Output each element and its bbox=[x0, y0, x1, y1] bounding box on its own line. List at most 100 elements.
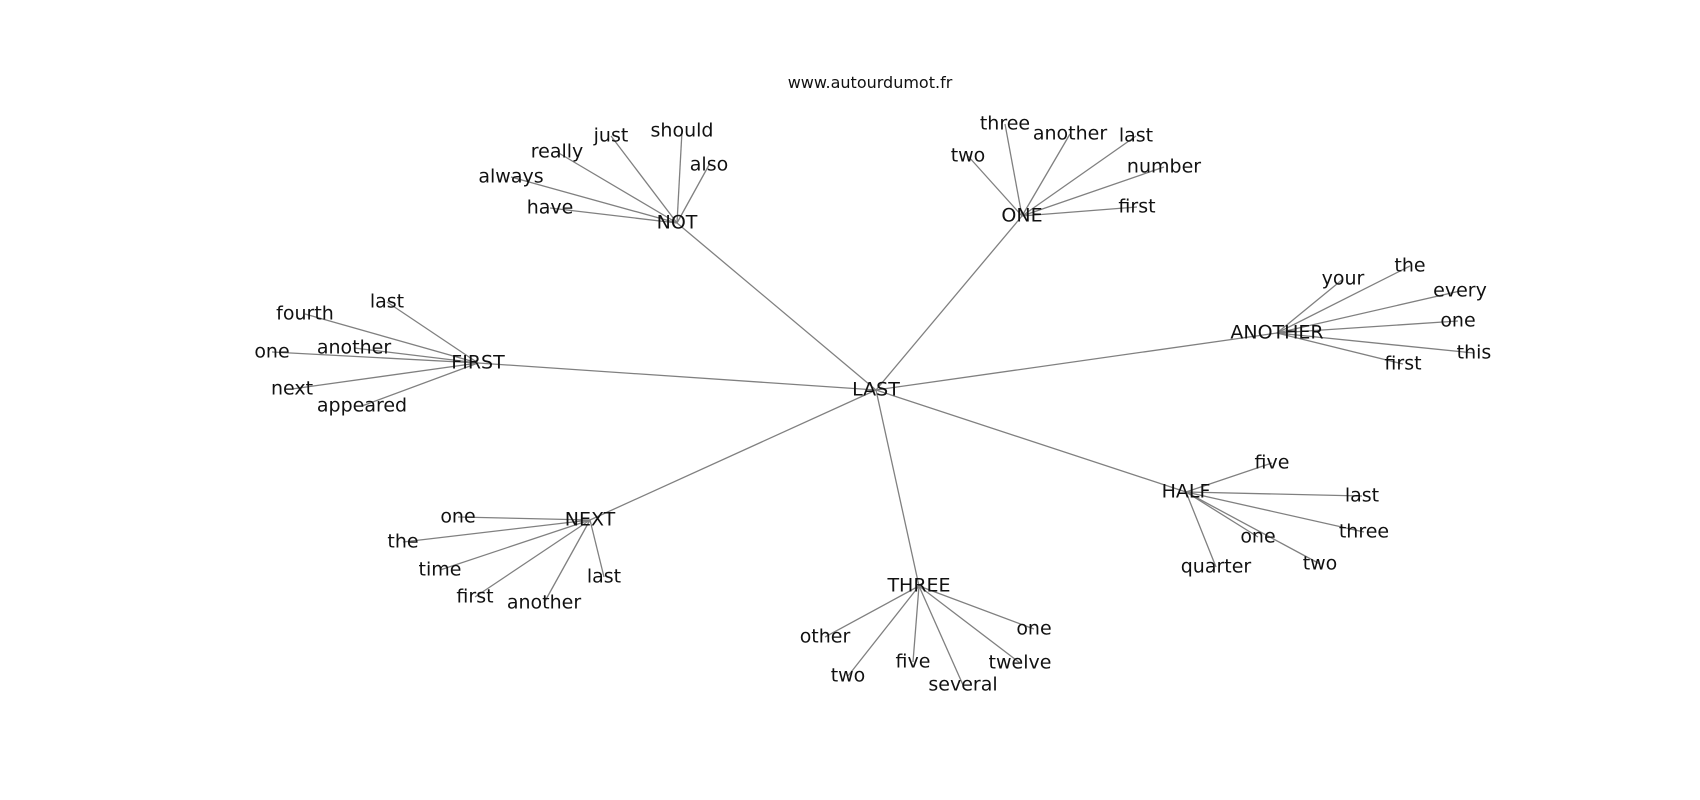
leaf-node: first bbox=[1118, 196, 1155, 218]
graph-edges bbox=[271, 123, 1475, 686]
graph-edge bbox=[824, 585, 920, 638]
graph-edge bbox=[918, 585, 1021, 664]
graph-edge bbox=[610, 135, 678, 224]
leaf-node: your bbox=[1322, 268, 1365, 290]
graph-edge bbox=[1021, 135, 1137, 217]
leaf-node: quarter bbox=[1181, 556, 1252, 578]
leaf-node: three bbox=[980, 113, 1030, 135]
graph-edge bbox=[589, 519, 605, 578]
leaf-node: one bbox=[254, 341, 289, 363]
graph-edge bbox=[1021, 133, 1071, 217]
leaf-node: really bbox=[531, 141, 584, 163]
graph-edge bbox=[967, 155, 1023, 217]
leaf-node: two bbox=[831, 665, 866, 687]
graph-edge bbox=[556, 151, 678, 224]
graph-edge bbox=[510, 176, 678, 224]
graph-edge bbox=[474, 519, 591, 598]
leaf-node: appeared bbox=[317, 395, 407, 417]
leaf-node: the bbox=[1394, 255, 1425, 277]
graph-edge bbox=[543, 519, 591, 604]
leaf-node: this bbox=[1457, 342, 1492, 364]
graph-edge bbox=[676, 130, 683, 224]
graph-edge bbox=[1185, 491, 1321, 565]
graph-edge bbox=[875, 389, 920, 587]
graph-edge bbox=[1276, 320, 1459, 334]
hub-node: ANOTHER bbox=[1230, 322, 1323, 344]
hub-node: NOT bbox=[657, 212, 698, 234]
graph-edge bbox=[402, 519, 591, 543]
leaf-node: five bbox=[1255, 452, 1290, 474]
graph-edge bbox=[457, 516, 591, 521]
graph-edge bbox=[386, 301, 479, 364]
leaf-node: last bbox=[1345, 485, 1379, 507]
leaf-node: five bbox=[896, 651, 931, 673]
leaf-node: two bbox=[1303, 553, 1338, 575]
hub-node: THREE bbox=[886, 575, 950, 597]
leaf-node: one bbox=[440, 506, 475, 528]
graph-edge bbox=[304, 313, 479, 364]
leaf-node: another bbox=[507, 592, 581, 614]
leaf-node: just bbox=[593, 125, 629, 147]
graph-nodes: LAST NOT have always really just should alsoONE… bbox=[254, 113, 1491, 696]
leaf-node: have bbox=[527, 197, 574, 219]
leaf-node: another bbox=[1033, 123, 1107, 145]
leaf-node: one bbox=[1440, 310, 1475, 332]
graph-edge bbox=[912, 585, 920, 663]
graph-edge bbox=[1185, 491, 1365, 533]
graph-edge bbox=[549, 207, 678, 224]
leaf-node: one bbox=[1240, 526, 1275, 548]
graph-edge bbox=[676, 164, 710, 224]
leaf-node: time bbox=[419, 559, 462, 581]
graph-edge bbox=[1276, 332, 1475, 354]
leaf-node: several bbox=[928, 674, 997, 696]
leaf-node: also bbox=[690, 154, 728, 176]
graph-edge bbox=[1276, 265, 1411, 334]
graph-edge bbox=[918, 585, 1035, 630]
hub-node: ONE bbox=[1001, 205, 1042, 227]
leaf-node: always bbox=[478, 166, 543, 188]
leaf-node: twelve bbox=[989, 652, 1052, 674]
graph-edge bbox=[875, 215, 1023, 391]
graph-edge bbox=[271, 351, 479, 364]
graph-edge bbox=[918, 585, 964, 686]
leaf-node: the bbox=[387, 531, 418, 553]
graph-edge bbox=[353, 347, 479, 364]
graph-edge bbox=[875, 389, 1187, 493]
leaf-node: first bbox=[456, 586, 493, 608]
graph-edge bbox=[1021, 166, 1165, 217]
graph-edge bbox=[1004, 123, 1023, 217]
leaf-node: fourth bbox=[276, 303, 334, 325]
leaf-node: first bbox=[1384, 353, 1421, 375]
graph-edge bbox=[676, 222, 877, 391]
leaf-node: should bbox=[651, 120, 714, 142]
hub-node: NEXT bbox=[565, 509, 616, 531]
leaf-node: three bbox=[1339, 521, 1389, 543]
graph-edge bbox=[1185, 462, 1273, 493]
leaf-node: two bbox=[951, 145, 986, 167]
leaf-node: number bbox=[1127, 156, 1201, 178]
graph-edge bbox=[1185, 491, 1363, 497]
hub-node: FIRST bbox=[451, 352, 505, 374]
leaf-node: next bbox=[271, 378, 313, 400]
center-node: LAST bbox=[852, 379, 900, 401]
leaf-node: other bbox=[800, 626, 851, 648]
graph-edge bbox=[1185, 491, 1217, 568]
graph-edge bbox=[1185, 491, 1259, 538]
graph-edge bbox=[589, 389, 877, 521]
graph-edge bbox=[847, 585, 920, 677]
graph-edge bbox=[875, 332, 1278, 391]
graph-edge bbox=[477, 362, 877, 391]
leaf-node: one bbox=[1016, 618, 1051, 640]
leaf-node: another bbox=[317, 337, 391, 359]
leaf-node: last bbox=[587, 566, 621, 588]
graph-edge bbox=[1021, 206, 1138, 217]
graph-edge bbox=[1276, 332, 1404, 365]
graph-edge bbox=[1276, 290, 1461, 334]
leaf-node: last bbox=[370, 291, 404, 313]
leaf-node: every bbox=[1433, 280, 1487, 302]
site-url: www.autourdumot.fr bbox=[788, 73, 953, 92]
hub-node: HALF bbox=[1162, 481, 1211, 503]
graph-edge bbox=[439, 519, 591, 571]
leaf-node: last bbox=[1119, 125, 1153, 147]
